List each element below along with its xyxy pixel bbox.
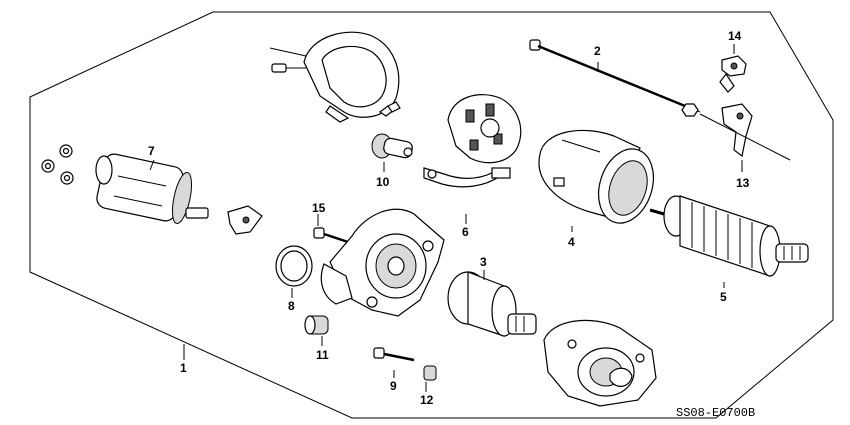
callout-3: 3 [480, 255, 487, 269]
callout-10: 10 [376, 175, 390, 189]
drive-housing[interactable] [320, 208, 445, 317]
gear-housing[interactable] [543, 319, 657, 407]
callout-14: 14 [728, 29, 742, 43]
callout-11: 11 [316, 348, 329, 362]
diagram-code: SS08-E0700B [676, 406, 755, 420]
callout-2: 2 [594, 44, 601, 58]
callout-8: 8 [288, 299, 295, 313]
part-10-brush[interactable] [371, 133, 413, 159]
callout-13: 13 [736, 176, 750, 190]
callout-7: 7 [148, 144, 155, 158]
plunger-lever[interactable] [227, 205, 263, 235]
assembly-boundary [29, 11, 834, 419]
callout-1: 1 [180, 361, 187, 375]
part-7-solenoid[interactable] [41, 144, 209, 225]
callout-5: 5 [720, 290, 727, 304]
part-2-through-bolt[interactable] [529, 39, 701, 117]
leader-lines [149, 44, 743, 392]
callout-labels: 1 2 3 4 5 6 7 8 9 10 11 12 13 14 15 [148, 29, 750, 407]
part-3-clutch-pinion[interactable] [447, 271, 537, 337]
brush-springs[interactable] [378, 101, 401, 117]
part-15-bolt[interactable] [313, 227, 361, 248]
part-12-pin[interactable] [423, 365, 437, 381]
callout-12: 12 [420, 393, 434, 407]
rear-end-cover[interactable] [269, 31, 400, 123]
callout-15: 15 [312, 201, 326, 215]
callout-6: 6 [462, 225, 469, 239]
part-14-bracket-nut[interactable] [719, 55, 747, 93]
part-5-armature[interactable] [649, 195, 809, 277]
part-9-bolt[interactable] [373, 347, 415, 362]
part-13-bracket[interactable] [699, 103, 791, 161]
callout-4: 4 [568, 235, 575, 249]
part-4-yoke[interactable] [538, 129, 662, 230]
part-11-bushing[interactable] [304, 315, 329, 335]
callout-9: 9 [390, 379, 397, 393]
part-8-seal-ring[interactable] [275, 245, 313, 287]
part-6-brush-holder[interactable] [423, 94, 522, 188]
